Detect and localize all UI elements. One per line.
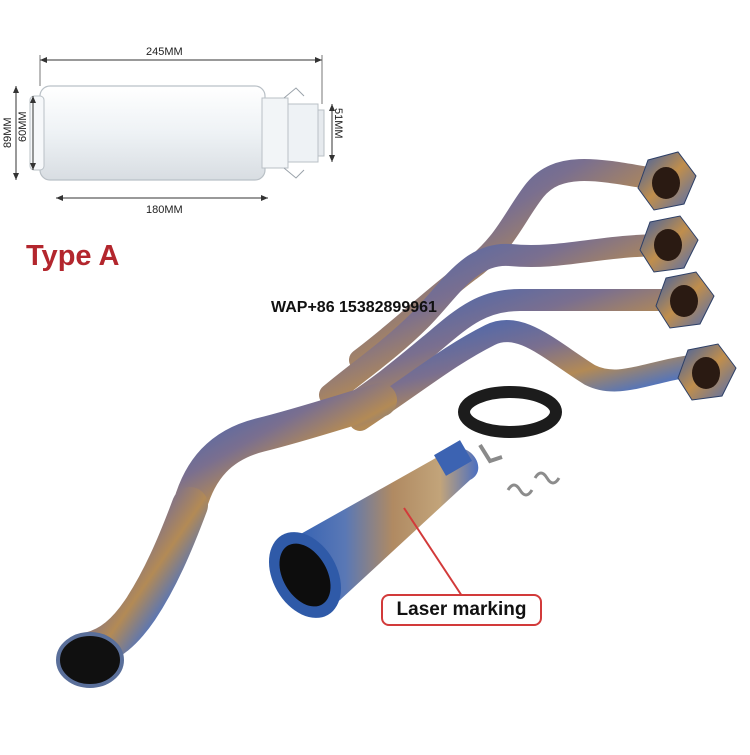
length-total-label: 245MM [146,46,183,58]
inlet-diameter-label: 51MM [332,108,344,139]
dimension-drawing [13,55,335,201]
outer-diameter-label: 89MM [2,117,14,148]
laser-marking-callout: Laser marking [381,594,542,626]
inner-diameter-label: 60MM [17,111,29,142]
type-label: Type A [26,240,120,272]
pipe-outlet [56,632,124,688]
laser-marking-text: Laser marking [396,599,527,620]
contact-number: WAP+86 15382899961 [271,299,437,316]
header-pipes [72,159,711,668]
clamp-ring [458,386,562,464]
muffler [268,440,479,618]
springs [506,471,561,497]
callout-line [403,507,463,597]
length-body-label: 180MM [146,204,183,216]
flanges [637,151,737,401]
